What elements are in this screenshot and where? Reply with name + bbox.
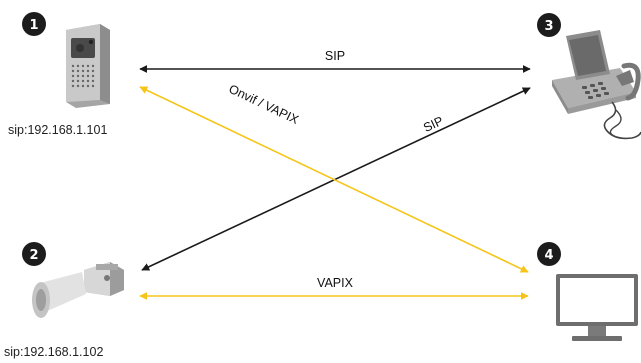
sip-label-1-3: SIP — [325, 49, 345, 63]
desk-phone-icon — [552, 30, 641, 140]
onvif-vapix-line-1-4 — [139, 86, 529, 273]
badge-3-number: 3 — [544, 19, 553, 34]
badge-1 — [22, 12, 46, 36]
sip-label-2-3: SIP — [421, 114, 445, 135]
door-station-icon — [66, 24, 110, 108]
badge-4 — [537, 242, 561, 266]
horn-speaker-icon — [32, 262, 124, 318]
badge-1-number: 1 — [29, 18, 38, 33]
node-1-caption: sip:192.168.1.101 — [8, 123, 107, 137]
onvif-vapix-label: Onvif / VAPIX — [227, 82, 302, 127]
node-1: 1 sip:192.168.1.101 — [8, 12, 110, 137]
node-2: 2 sip:192.168.1.102 — [4, 242, 124, 359]
node-3: 3 — [537, 13, 641, 140]
badge-3 — [537, 13, 561, 37]
node-2-caption: sip:192.168.1.102 — [4, 345, 103, 359]
monitor-icon — [556, 274, 638, 341]
badge-4-number: 4 — [544, 248, 553, 263]
node-4: 4 — [537, 242, 638, 341]
badge-2-number: 2 — [29, 248, 38, 263]
badge-2 — [22, 242, 46, 266]
vapix-label: VAPIX — [317, 276, 354, 290]
